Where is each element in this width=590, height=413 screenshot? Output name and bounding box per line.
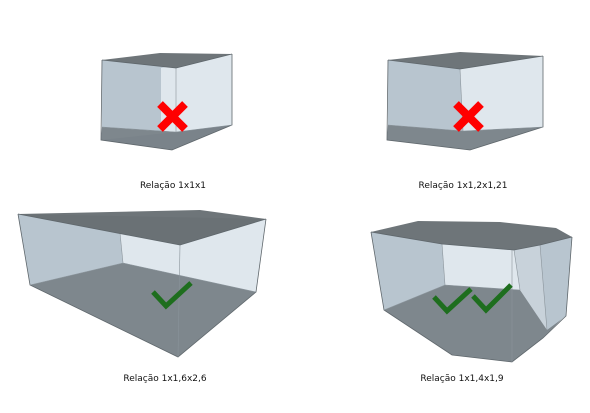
caption: Relação 1x1,6x2,6 <box>123 374 207 384</box>
room-1x1-2x1-21: Relação 1x1,2x1,21 <box>386 52 544 191</box>
left-wall <box>102 60 176 132</box>
left-wall <box>371 232 445 310</box>
caption: Relação 1x1x1 <box>140 181 206 191</box>
green-check-icon <box>151 281 193 310</box>
green-check-icon <box>432 287 473 315</box>
left-wall <box>18 214 123 285</box>
edges <box>386 56 544 151</box>
caption: Relação 1x1,2x1,21 <box>419 181 508 191</box>
ceiling <box>102 53 232 68</box>
caption: Relação 1x1,4x1,9 <box>420 374 504 384</box>
room-cube-1x1x1: Relação 1x1x1 <box>100 53 233 191</box>
floor <box>387 125 543 150</box>
ceiling <box>371 221 572 250</box>
floor <box>30 263 256 357</box>
ceiling-front <box>18 214 266 245</box>
red-x-icon <box>157 101 188 132</box>
left-wall <box>388 60 463 131</box>
green-check-icon <box>471 283 513 314</box>
room-1x1-6x2-6: Relação 1x1,6x2,6 <box>17 210 267 384</box>
right-wall-b <box>540 237 572 330</box>
red-x-icon <box>453 101 484 132</box>
room-1x1-4x1-9: Relação 1x1,4x1,9 <box>370 221 573 384</box>
front-floor <box>101 125 232 150</box>
floor <box>384 285 565 362</box>
edges <box>100 54 233 151</box>
back-wall <box>460 56 543 131</box>
back-wall <box>442 244 520 290</box>
right-wall-a <box>514 245 547 330</box>
